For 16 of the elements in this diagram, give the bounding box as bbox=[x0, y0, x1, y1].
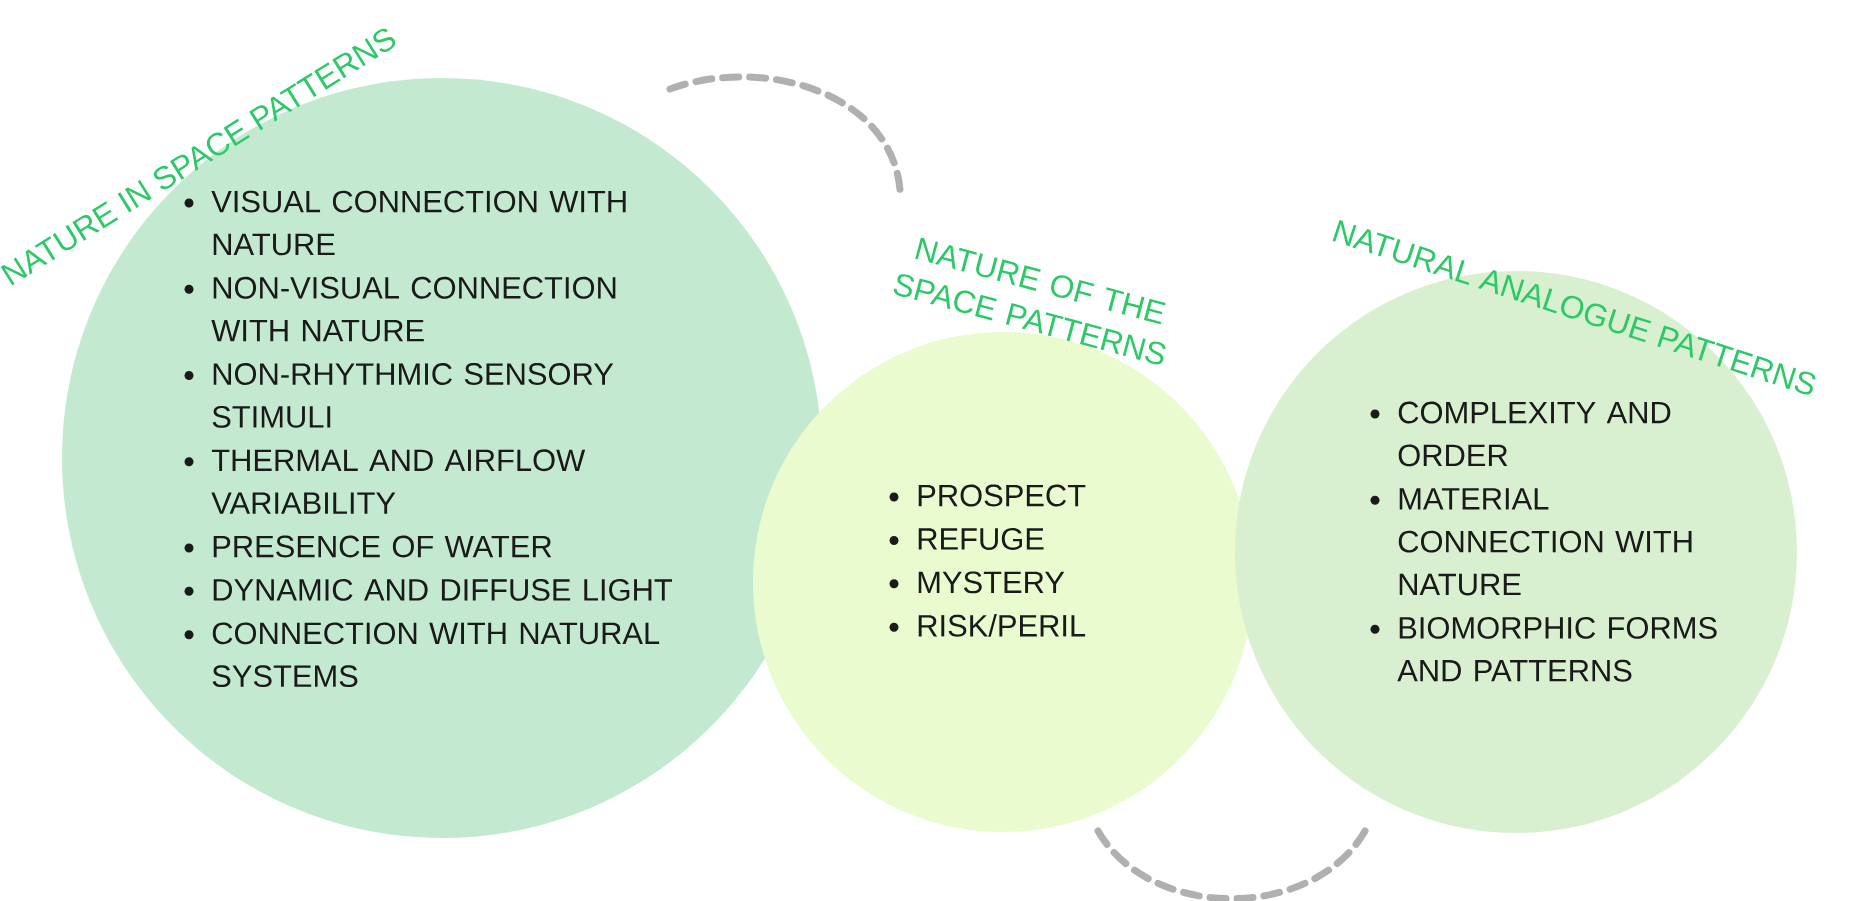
bullet-item: MYSTERY bbox=[889, 571, 1065, 594]
bullet-item: NON-RHYTHMIC SENSORY STIMULI bbox=[184, 363, 614, 428]
bullet-item: PRESENCE OF WATER bbox=[184, 535, 552, 558]
dashed-arc bbox=[1094, 827, 1369, 901]
bullet-item: REFUGE bbox=[889, 528, 1044, 550]
bullet-item: PROSPECT bbox=[889, 484, 1086, 507]
dashed-arc bbox=[666, 73, 904, 194]
bullet-item: THERMAL AND AIRFLOW VARIABILITY bbox=[184, 449, 586, 514]
bullet-item: RISK/PERIL bbox=[889, 614, 1086, 637]
bullet-item: BIOMORPHIC FORMS AND PATTERNS bbox=[1370, 616, 1717, 682]
bullet-item: DYNAMIC AND DIFFUSE LIGHT bbox=[184, 579, 673, 601]
bullet-item: COMPLEXITY AND ORDER bbox=[1370, 401, 1671, 467]
bullet-item: CONNECTION WITH NATURAL SYSTEMS bbox=[184, 622, 660, 688]
bullet-item: VISUAL CONNECTION WITH NATURE bbox=[184, 190, 626, 256]
bullet-item: MATERIAL CONNECTION WITH NATURE bbox=[1370, 488, 1692, 596]
bullet-item: NON-VISUAL CONNECTION WITH NATURE bbox=[184, 276, 616, 342]
